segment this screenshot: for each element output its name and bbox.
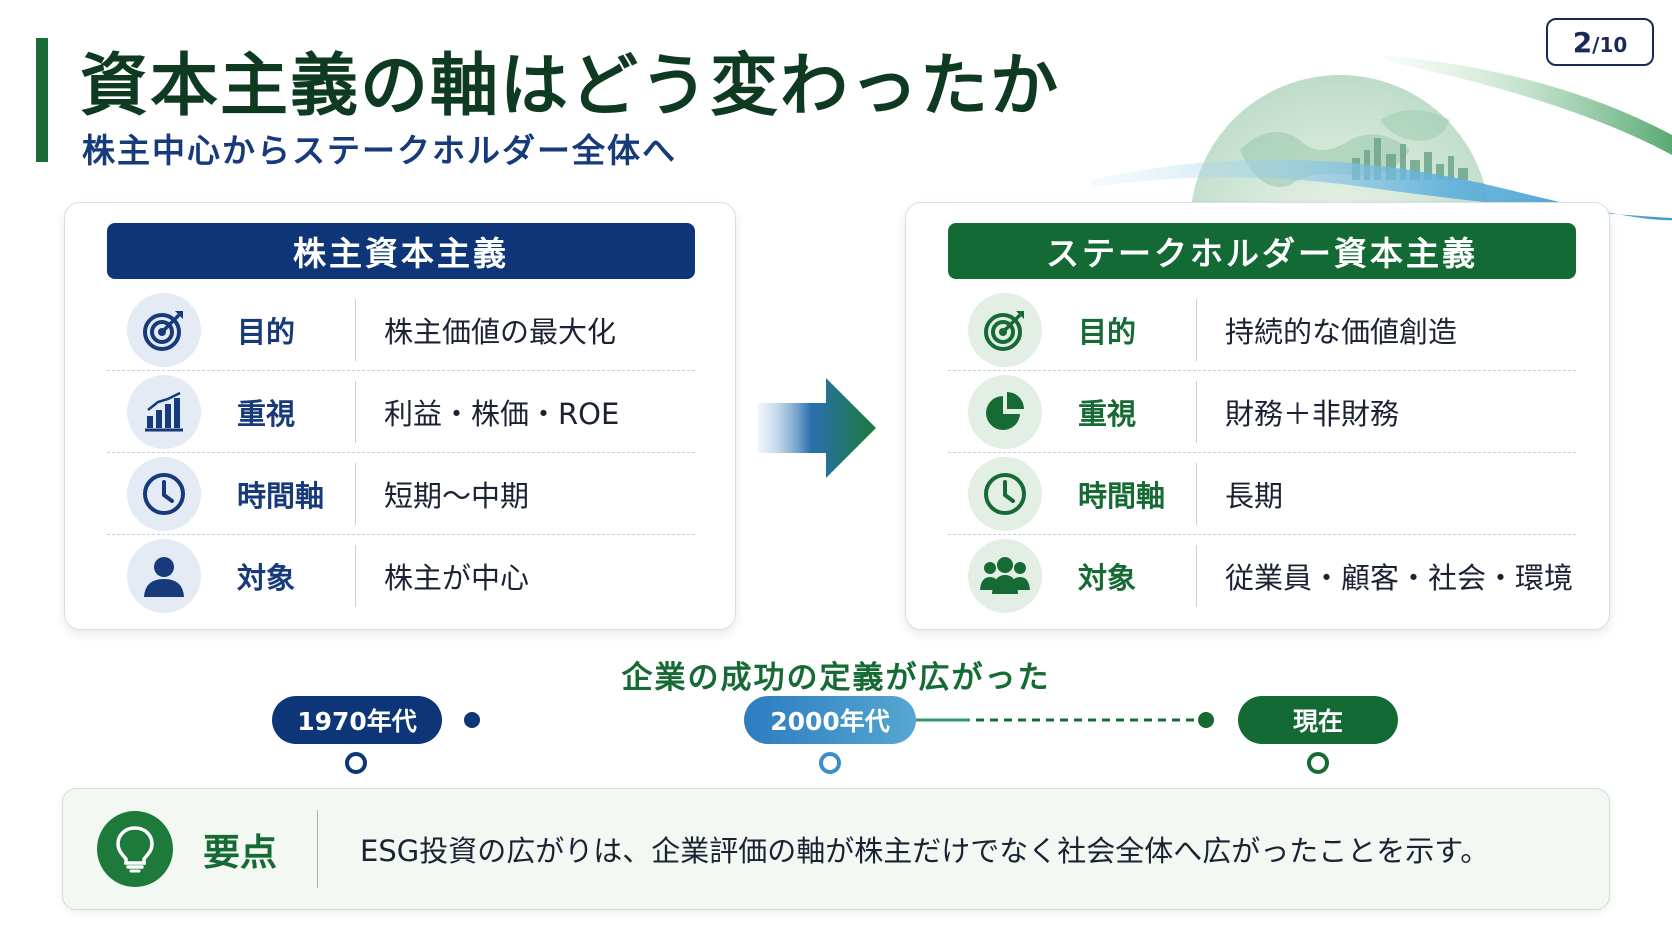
page-subtitle: 株主中心からステークホルダー全体へ (82, 131, 677, 170)
divider (355, 380, 356, 443)
row-time-horizon: 時間軸 長期 (948, 453, 1576, 535)
row-label: 重視 (1078, 396, 1137, 431)
target-icon (127, 292, 201, 367)
group-icon (968, 539, 1042, 613)
page-current: 2 (1572, 25, 1593, 59)
stakeholder-capitalism-panel: ステークホルダー資本主義 目的 持続的な価値創造 重視 財務＋非財務 (905, 202, 1610, 630)
row-label: 対象 (1078, 561, 1137, 595)
target-icon (968, 292, 1042, 367)
row-label: 時間軸 (1078, 478, 1166, 513)
row-label: 時間軸 (237, 478, 325, 513)
divider (355, 298, 356, 361)
row-target: 対象 従業員・顧客・社会・環境 (948, 535, 1576, 617)
row-value: 利益・株価・ROE (384, 396, 620, 431)
row-value: 従業員・顧客・社会・環境 (1225, 561, 1574, 595)
row-value: 財務＋非財務 (1225, 396, 1400, 431)
timeline-caption: 企業の成功の定義が広がった (621, 660, 1051, 696)
bar-chart-icon (127, 374, 201, 449)
row-value: 持続的な価値創造 (1225, 314, 1458, 349)
row-label: 重視 (237, 396, 296, 431)
key-point-box: 要点 ESG投資の広がりは、企業評価の軸が株主だけでなく社会全体へ広がったことを… (62, 788, 1610, 910)
timeline-stage-2000s: 2000年代 (744, 696, 916, 744)
row-value: 短期〜中期 (384, 478, 530, 513)
row-label: 対象 (237, 561, 296, 595)
row-purpose: 目的 株主価値の最大化 (107, 289, 695, 371)
divider (355, 545, 356, 607)
clock-icon (127, 456, 201, 531)
pie-chart-icon (968, 374, 1042, 449)
row-value: 株主が中心 (384, 561, 530, 595)
row-purpose: 目的 持続的な価値創造 (948, 289, 1576, 371)
divider (1196, 545, 1197, 607)
row-focus: 重視 利益・株価・ROE (107, 371, 695, 453)
timeline-stage-present: 現在 (1238, 696, 1398, 744)
lightbulb-icon (97, 811, 173, 887)
row-label: 目的 (1078, 314, 1137, 349)
key-point-text: ESG投資の広がりは、企業評価の軸が株主だけでなく社会全体へ広がったことを示す。 (360, 834, 1490, 868)
timeline-stage-1970s: 1970年代 (272, 696, 442, 744)
clock-icon (968, 456, 1042, 531)
divider (1196, 462, 1197, 525)
shareholder-capitalism-panel: 株主資本主義 目的 株主価値の最大化 重視 (64, 202, 736, 630)
panel-heading: 株主資本主義 (107, 223, 695, 279)
page-number-badge: 2 /10 (1546, 18, 1654, 66)
divider (1196, 380, 1197, 443)
divider (355, 462, 356, 525)
timeline-track (345, 712, 1329, 774)
row-value: 長期 (1225, 478, 1284, 513)
row-time-horizon: 時間軸 短期〜中期 (107, 453, 695, 535)
page-total: /10 (1592, 33, 1628, 57)
divider (1196, 298, 1197, 361)
page-title: 資本主義の軸はどう変わったか (80, 47, 1061, 126)
panel-heading: ステークホルダー資本主義 (948, 223, 1576, 279)
row-focus: 重視 財務＋非財務 (948, 371, 1576, 453)
key-point-label: 要点 (203, 831, 277, 874)
title-accent-bar (36, 38, 48, 162)
right-arrow-icon (758, 378, 876, 478)
row-label: 目的 (237, 314, 296, 349)
row-value: 株主価値の最大化 (384, 314, 617, 349)
person-icon (127, 539, 201, 613)
row-target: 対象 株主が中心 (107, 535, 695, 617)
divider (317, 810, 318, 888)
